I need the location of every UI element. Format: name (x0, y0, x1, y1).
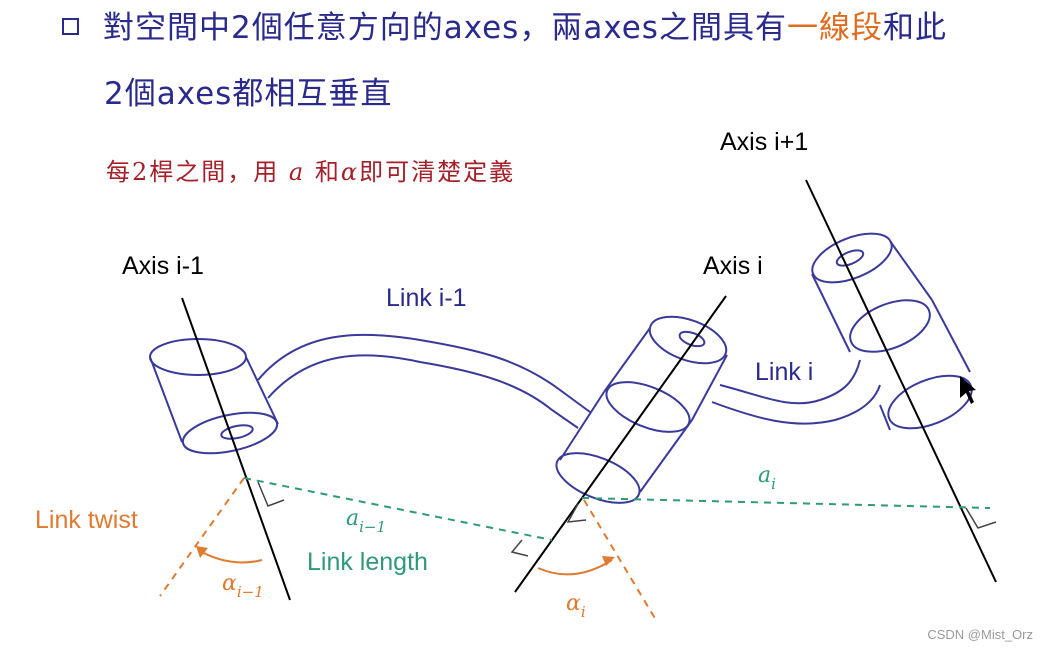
mouse-cursor-icon (960, 376, 976, 404)
note-line: 每2桿之間，用 a 和α即可清楚定義 (106, 152, 515, 187)
bullet-text-line-1: 對空間中2個任意方向的axes，兩axes之間具有一線段和此 (62, 2, 947, 47)
axes (181, 179, 997, 601)
axis-prev-line (181, 297, 291, 601)
link-length-label: Link length (307, 548, 428, 576)
joint-curr-cylinder (555, 315, 728, 504)
line1-highlight: 一線段 (786, 10, 883, 46)
axis-curr-line (514, 295, 727, 593)
alpha-curr-symbol: αi (566, 591, 586, 621)
twist-line-prev (159, 477, 245, 597)
a-curr-symbol: ai (758, 463, 776, 493)
alpha-prev-symbol: αi−1 (222, 571, 264, 601)
right-angle-marks (257, 481, 997, 557)
axis-prev-label: Axis i-1 (122, 252, 204, 280)
link-curr-body-lower (711, 384, 881, 425)
bullet-square-icon (62, 18, 79, 35)
link-length-lines (243, 477, 991, 541)
link-prev-label: Link i-1 (386, 284, 467, 312)
a-prev-symbol: ai−1 (346, 506, 386, 536)
link-prev-body-lower (267, 354, 579, 429)
joint-prev-cylinder (149, 338, 279, 455)
links-and-joints (149, 232, 973, 504)
axis-next-line (805, 179, 997, 583)
axis-curr-label: Axis i (703, 252, 763, 280)
axis-next-label: Axis i+1 (720, 128, 808, 156)
note-symbol-a: a (288, 158, 306, 186)
twist-line-curr (583, 499, 657, 621)
length-line-curr (581, 497, 991, 509)
link-curr-label: Link i (755, 358, 813, 386)
link-prev-body (257, 333, 591, 413)
line1-tail: 和此 (882, 10, 947, 46)
note-suffix: 即可清楚定義 (359, 158, 516, 186)
twist-arc-prev (197, 549, 263, 564)
note-prefix: 每2桿之間，用 (106, 158, 289, 186)
bullet-text-line-2: 2個axes都相互垂直 (104, 76, 393, 112)
link-twist-lines (159, 477, 657, 621)
watermark: CSDN @Mist_Orz (927, 627, 1033, 642)
length-line-prev (243, 477, 553, 541)
line1-main: 對空間中2個任意方向的axes，兩axes之間具有 (103, 10, 787, 46)
twist-arrowheads (196, 546, 615, 566)
link-curr-body (719, 359, 861, 405)
twist-arc-curr (537, 559, 613, 576)
link-twist-label: Link twist (35, 506, 138, 534)
note-middle: 和 (305, 158, 341, 186)
joint-next-cylinder (811, 232, 973, 431)
note-symbol-alpha: α (340, 158, 360, 186)
